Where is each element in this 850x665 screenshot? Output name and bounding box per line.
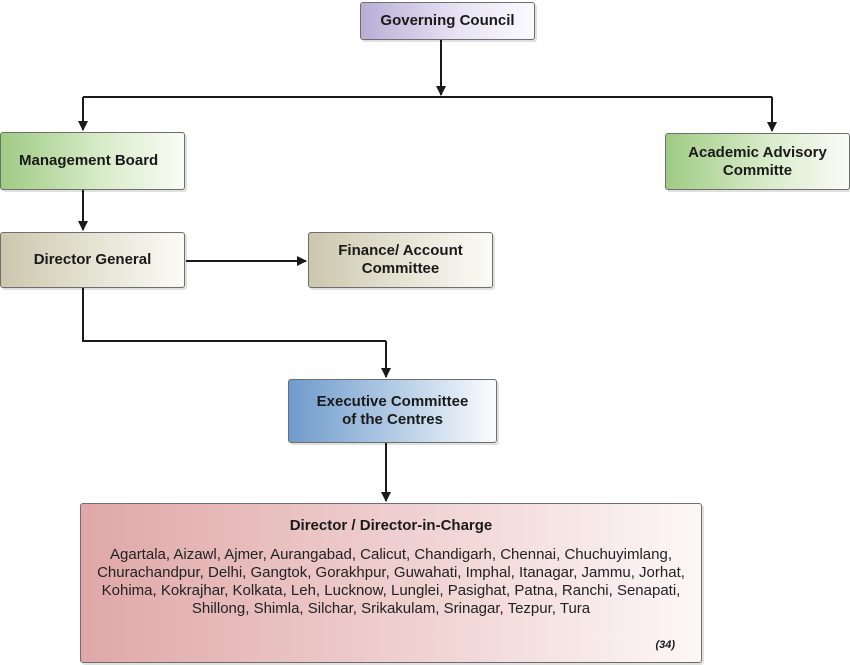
finance-committee-node: Finance/ Account Committee (308, 232, 493, 288)
governing-council-node: Governing Council (360, 2, 535, 40)
director-in-charge-title: Director / Director-in-Charge (289, 517, 493, 534)
academic-advisory-label-line2: Committe (722, 161, 793, 179)
executive-committee-label-line1: Executive Committee (316, 393, 469, 410)
centres-count: (34) (655, 639, 675, 651)
executive-committee-label-line2: of the Centres (342, 411, 443, 428)
academic-advisory-node: Academic Advisory Committe (665, 133, 850, 190)
finance-committee-label-line1: Finance/ Account (338, 242, 463, 259)
management-board-label: Management Board (19, 152, 159, 169)
centres-list: Agartala, Aizawl, Ajmer, Aurangabad, Cal… (97, 546, 685, 617)
director-general-node: Director General (0, 232, 185, 288)
governing-council-label: Governing Council (380, 12, 515, 29)
director-in-charge-node: Director / Director-in-Charge Agartala, … (80, 503, 702, 663)
executive-committee-node: Executive Committee of the Centres (288, 379, 497, 443)
management-board-node: Management Board (0, 132, 185, 190)
finance-committee-label-line2: Committee (361, 260, 440, 277)
academic-advisory-label-line1: Academic Advisory (688, 143, 827, 161)
director-general-label: Director General (33, 251, 152, 268)
dg-to-exec-line (82, 288, 386, 342)
